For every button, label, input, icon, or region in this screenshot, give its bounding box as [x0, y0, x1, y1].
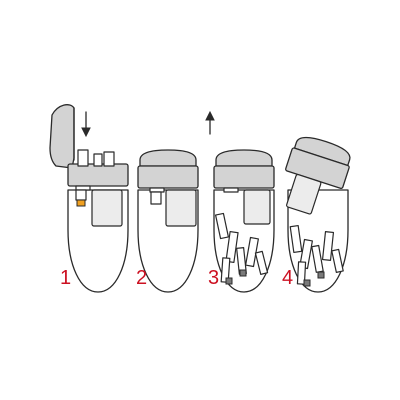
step-3-cap — [215, 149, 273, 167]
step-1-item — [103, 151, 115, 167]
step-3-chamber — [243, 189, 271, 225]
step-4-collected-items — [289, 224, 344, 287]
arrow-up-icon — [205, 110, 215, 135]
step-number-1: 1 — [60, 267, 71, 289]
step-3-collar — [213, 165, 275, 189]
step-number-4: 4 — [282, 267, 293, 289]
arrow-down-icon — [81, 111, 91, 138]
step-1-collar — [67, 163, 129, 187]
step-4-device — [285, 136, 351, 293]
step-2-collar — [137, 165, 199, 189]
step-1-body — [67, 189, 129, 293]
step-4-body — [287, 189, 349, 293]
step-1-device — [49, 104, 129, 293]
step-1-chamber — [91, 189, 123, 227]
step-2-device — [137, 110, 215, 293]
step-3-body — [213, 189, 275, 293]
step-number-2: 2 — [136, 267, 147, 289]
step-2-body — [137, 189, 199, 293]
step-1-item — [93, 153, 103, 167]
step-3-collected-items — [214, 212, 269, 285]
step-2-chamber — [165, 189, 197, 227]
step-4-tilted-cap — [285, 136, 351, 215]
step-2-cap — [139, 149, 197, 167]
step-1-item — [77, 149, 89, 167]
step-1-open-lid — [49, 104, 75, 169]
step-3-device — [213, 149, 275, 293]
step-number-3: 3 — [208, 267, 219, 289]
step-1-indicator — [76, 199, 86, 207]
